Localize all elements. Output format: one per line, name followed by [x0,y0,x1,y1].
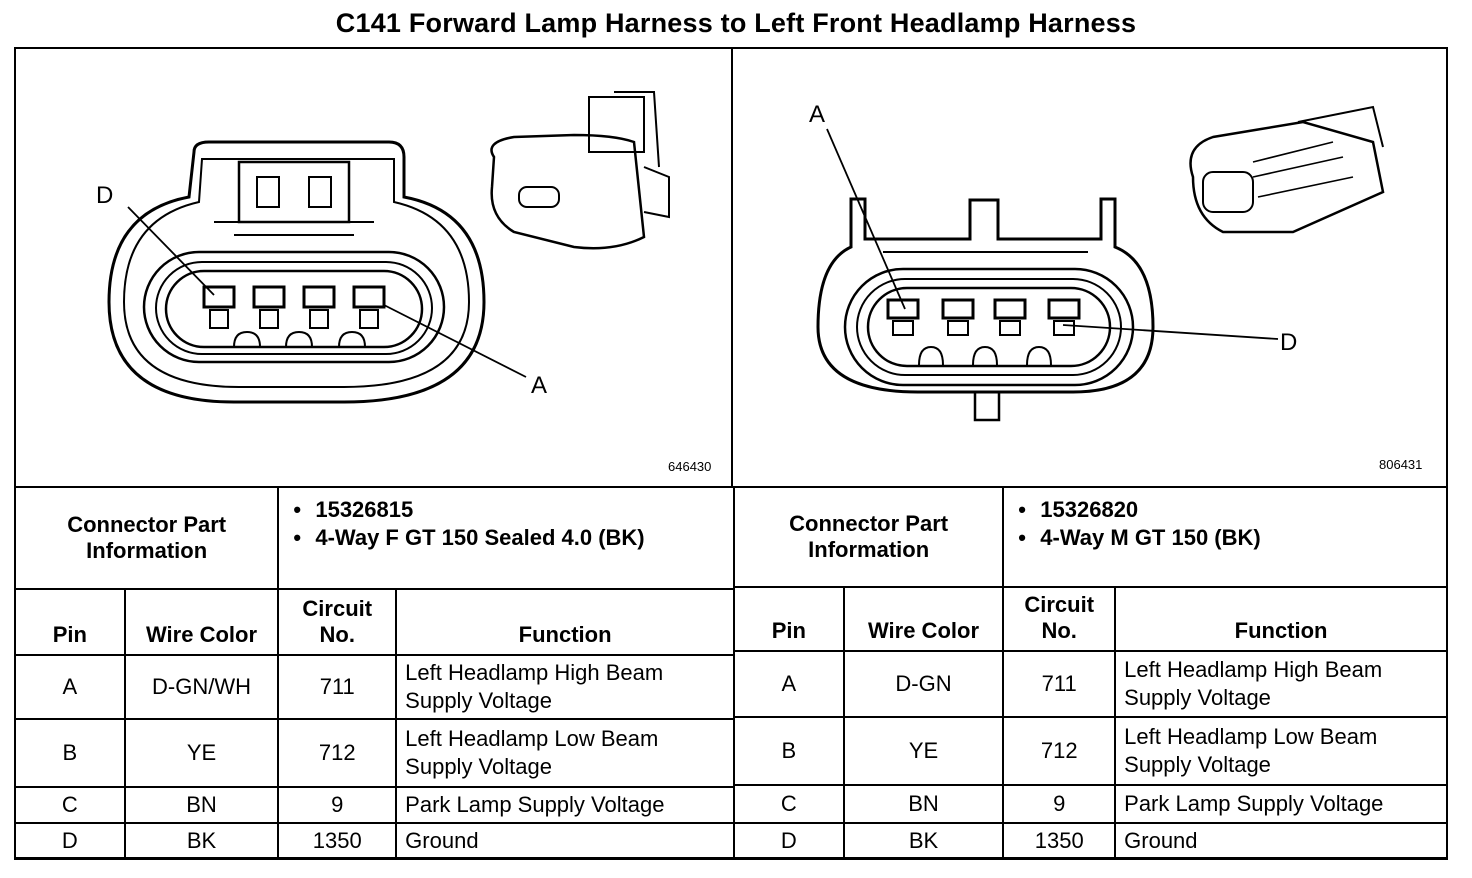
wire-color-cell: BK [842,822,1005,860]
pin-cell: C [14,786,126,824]
part-number: 15326820 [1012,496,1438,524]
wire-color-cell: BN [842,784,1005,824]
table-row: C BN 9 Park Lamp Supply Voltage [733,784,1448,824]
right-connector-diagram: A D 806431 [733,47,1448,487]
wire-color-cell: YE [842,716,1005,786]
right-pinout-table: Connector Part Information 15326820 4-Wa… [732,486,1448,860]
wire-color-cell: D-GN/WH [123,654,280,720]
pin-cell: B [733,716,845,786]
col-header-circuit: Circuit No. [277,588,398,656]
circuit-cell: 712 [277,718,398,788]
part-description: 4-Way M GT 150 (BK) [1012,524,1438,552]
function-cell: Park Lamp Supply Voltage [395,786,735,824]
table-row: D BK 1350 Ground [14,822,735,860]
circuit-cell: 711 [277,654,398,720]
left-connector-diagram: D A 646430 [14,47,733,487]
table-row: A D-GN/WH 711 Left Headlamp High Beam Su… [14,654,735,720]
wire-color-cell: YE [123,718,280,788]
col-header-pin: Pin [733,586,845,652]
circuit-cell: 1350 [277,822,398,860]
figure-id: 806431 [1379,457,1423,472]
function-cell: Left Headlamp High Beam Supply Voltage [1114,650,1448,718]
function-cell: Ground [395,822,735,860]
connector-part-label: Connector Part Information [732,486,1005,588]
circuit-cell: 712 [1002,716,1117,786]
function-cell: Left Headlamp Low Beam Supply Voltage [395,718,735,788]
col-header-function: Function [395,588,735,656]
figure-id: 646430 [668,459,712,474]
callout-pin-d: D [96,182,114,209]
callout-pin-a: A [531,372,548,399]
callout-pin-d: D [1280,329,1298,356]
part-number: 15326815 [287,496,725,524]
connector-part-label: Connector Part Information [13,486,280,590]
col-header-pin: Pin [14,588,126,656]
function-cell: Left Headlamp High Beam Supply Voltage [395,654,735,720]
callout-pin-a: A [809,101,826,128]
function-cell: Park Lamp Supply Voltage [1114,784,1448,824]
wire-color-cell: D-GN [842,650,1005,718]
female-connector-face-drawing [107,91,670,404]
col-header-function: Function [1114,586,1448,652]
connector-part-info: 15326820 4-Way M GT 150 (BK) [1002,486,1448,588]
wire-color-cell: BN [123,786,280,824]
pin-cell: A [14,654,126,720]
table-row: C BN 9 Park Lamp Supply Voltage [14,786,735,824]
table-row: D BK 1350 Ground [733,822,1448,860]
wire-color-cell: BK [123,822,280,860]
circuit-cell: 9 [277,786,398,824]
col-header-wire-color: Wire Color [123,588,280,656]
pin-cell: C [733,784,845,824]
male-connector-face-drawing [816,105,1385,422]
col-header-wire-color: Wire Color [842,586,1005,652]
part-description: 4-Way F GT 150 Sealed 4.0 (BK) [287,524,725,552]
pin-cell: B [14,718,126,788]
page-title: C141 Forward Lamp Harness to Left Front … [335,8,1137,38]
pin-cell: D [14,822,126,860]
function-cell: Left Headlamp Low Beam Supply Voltage [1114,716,1448,786]
table-row: B YE 712 Left Headlamp Low Beam Supply V… [733,716,1448,786]
circuit-cell: 711 [1002,650,1117,718]
left-pinout-table: Connector Part Information 15326815 4-Wa… [13,486,735,860]
connector-part-info: 15326815 4-Way F GT 150 Sealed 4.0 (BK) [277,486,735,590]
table-row: A D-GN 711 Left Headlamp High Beam Suppl… [733,650,1448,718]
function-cell: Ground [1114,822,1448,860]
table-row: B YE 712 Left Headlamp Low Beam Supply V… [14,718,735,788]
pin-cell: A [733,650,845,718]
pin-cell: D [733,822,845,860]
col-header-circuit: Circuit No. [1002,586,1117,652]
circuit-cell: 1350 [1002,822,1117,860]
circuit-cell: 9 [1002,784,1117,824]
